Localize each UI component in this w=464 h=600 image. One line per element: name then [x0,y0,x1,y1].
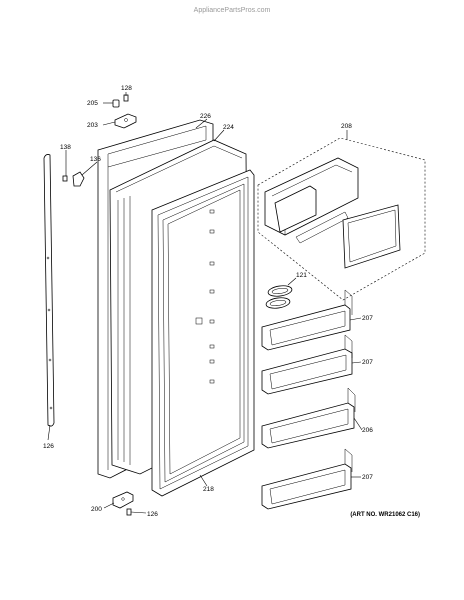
callout-138: 138 [60,144,71,151]
callout-128-top: 128 [121,85,132,92]
callout-203: 203 [87,122,98,129]
art-number: (ART NO. WR21062 C16) [350,512,420,518]
liner-bosses [195,209,215,384]
callout-218: 218 [203,486,214,493]
door-bin-207-a [261,289,353,351]
callout-208: 208 [341,123,352,130]
callout-126-left: 126 [43,443,54,450]
leader-lines [47,92,363,514]
callout-224: 224 [223,124,234,131]
bottom-hinge-assembly [112,491,134,516]
top-hinge-203 [114,113,137,129]
screw-138 [62,175,68,182]
callout-226: 226 [200,113,211,120]
handle-bar [43,154,55,427]
door-handle [43,154,85,427]
callout-126-bottom: 126 [147,511,158,518]
screw-126-bottom [126,508,132,516]
top-hinge-assembly [112,94,137,129]
callout-136: 136 [90,156,101,163]
callout-206: 206 [362,427,373,434]
callout-200: 200 [91,506,102,513]
bottom-hinge-200 [112,491,134,509]
callout-207-a: 207 [362,315,373,322]
door-bin-206 [261,387,356,449]
bushing-205 [112,99,120,108]
dairy-compartment-208 [257,137,426,301]
watermark: AppliancePartsPros.com [194,7,271,14]
callout-121: 121 [296,272,307,279]
door-gasket-218 [151,169,255,497]
cap-136 [72,171,85,187]
bin-caps-121 [265,285,293,309]
dairy-door [342,204,401,269]
door-bin-207-b [261,334,353,395]
callout-207-b: 207 [362,359,373,366]
door-bin-207-c [261,448,353,510]
callout-205: 205 [87,100,98,107]
callout-labels: 128 205 203 226 224 208 138 136 121 207 … [43,85,373,518]
callout-207-c: 207 [362,474,373,481]
